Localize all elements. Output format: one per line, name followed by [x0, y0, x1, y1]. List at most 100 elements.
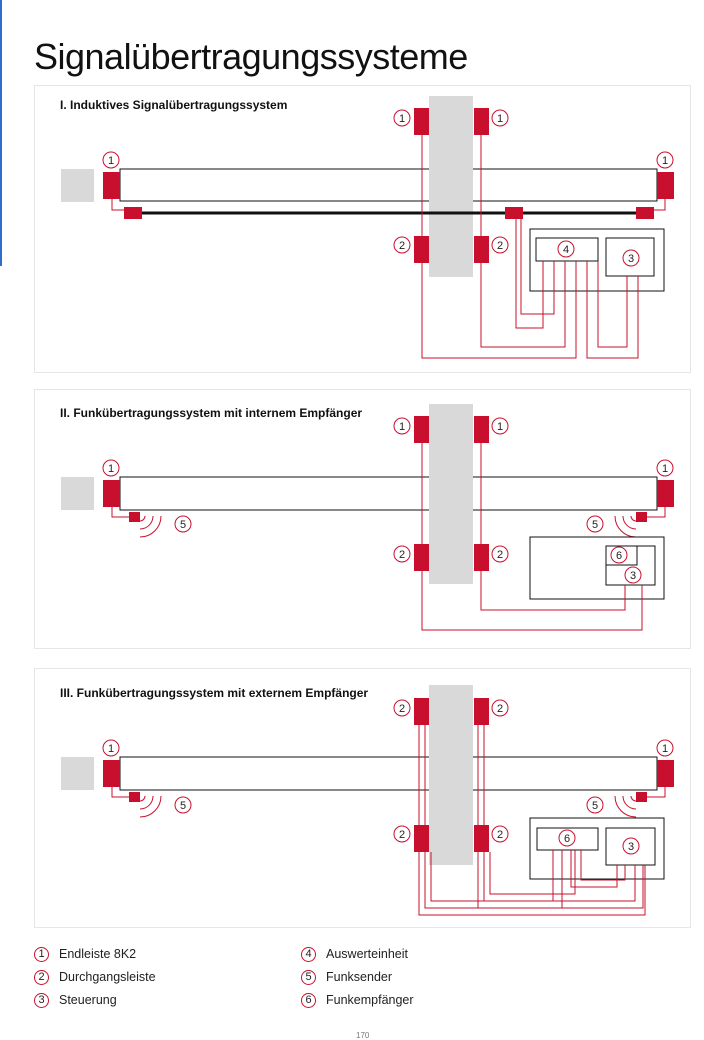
control-box: [529, 536, 665, 600]
svg-text:2: 2: [399, 703, 405, 715]
callout-6: 6: [558, 829, 576, 847]
svg-text:1: 1: [662, 463, 668, 475]
legend-item: 2 Durchgangsleiste: [34, 967, 156, 987]
radio-waves-left: [139, 795, 162, 818]
through-strip: [414, 108, 429, 135]
callout-2: 2: [491, 699, 509, 717]
wall-block: [61, 169, 94, 202]
svg-text:1: 1: [108, 155, 114, 167]
radio-transmitter-right: [636, 792, 647, 802]
callout-2: 2: [393, 699, 411, 717]
radio-receiver: [605, 545, 638, 566]
panel-title: III. Funkübertragungssystem mit externem…: [60, 686, 369, 700]
legend-number: 6: [301, 992, 316, 1008]
control-box: [529, 817, 665, 880]
callout-2: 2: [491, 545, 509, 563]
legend-label: Steuerung: [59, 993, 117, 1007]
legend-number: 4: [301, 946, 316, 962]
through-strip: [474, 698, 489, 725]
svg-text:3: 3: [630, 570, 636, 582]
left-edge-accent: [0, 0, 2, 266]
end-strip-left: [103, 760, 120, 787]
inductive-system-diagram: 1 1 1 1 2 2 4 3: [61, 96, 674, 359]
evaluation-unit: [535, 237, 599, 262]
legend: 1 Endleiste 8K2 2 Durchgangsleiste 3 Ste…: [34, 944, 674, 1014]
panel-radio-internal-receiver: II. Funkübertragungssystem mit internem …: [34, 389, 691, 649]
callout-2: 2: [393, 545, 411, 563]
through-strip: [414, 825, 429, 852]
end-strip-right: [657, 760, 674, 787]
through-strip: [414, 416, 429, 443]
callout-1: 1: [656, 151, 674, 169]
callout-4: 4: [557, 240, 575, 258]
svg-text:2: 2: [399, 829, 405, 841]
callout-5: 5: [586, 796, 604, 814]
wall-block: [61, 757, 94, 790]
svg-text:2: 2: [399, 549, 405, 561]
callout-1: 1: [102, 151, 120, 169]
callout-1: 1: [656, 739, 674, 757]
legend-item: 6 Funkempfänger: [301, 990, 414, 1010]
legend-label: Auswerteinheit: [326, 947, 408, 961]
svg-text:1: 1: [497, 421, 503, 433]
callout-1: 1: [393, 109, 411, 127]
callout-1: 1: [491, 109, 509, 127]
inductive-coupler: [124, 207, 142, 219]
control-unit: [605, 237, 655, 277]
end-strip-right: [657, 172, 674, 199]
through-strip: [474, 108, 489, 135]
svg-text:2: 2: [497, 829, 503, 841]
svg-text:1: 1: [399, 421, 405, 433]
callout-1: 1: [491, 417, 509, 435]
through-strip: [474, 825, 489, 852]
through-strip: [414, 698, 429, 725]
legend-number: 1: [34, 946, 49, 962]
legend-item: 4 Auswerteinheit: [301, 944, 408, 964]
radio-transmitter-right: [636, 512, 647, 522]
callout-2: 2: [393, 825, 411, 843]
svg-text:1: 1: [662, 743, 668, 755]
callout-1: 1: [393, 417, 411, 435]
inductive-coupler: [505, 207, 523, 219]
page-title: Signalübertragungssysteme: [34, 36, 468, 77]
svg-text:2: 2: [497, 703, 503, 715]
legend-item: 5 Funksender: [301, 967, 392, 987]
svg-text:3: 3: [628, 253, 634, 265]
pillar: [429, 685, 473, 865]
svg-text:6: 6: [564, 833, 570, 845]
door-leaf: [119, 756, 658, 791]
through-strip: [474, 416, 489, 443]
svg-text:2: 2: [497, 549, 503, 561]
end-strip-left: [103, 172, 120, 199]
callout-1: 1: [102, 459, 120, 477]
legend-label: Funkempfänger: [326, 993, 414, 1007]
radio-receiver: [536, 827, 599, 851]
svg-text:4: 4: [563, 244, 569, 256]
callout-2: 2: [491, 236, 509, 254]
callout-2: 2: [393, 236, 411, 254]
svg-text:5: 5: [180, 800, 186, 812]
control-unit: [605, 827, 656, 866]
callout-3: 3: [622, 249, 640, 267]
callout-3: 3: [622, 837, 640, 855]
pillar: [429, 96, 473, 277]
callout-5: 5: [174, 796, 192, 814]
callout-2: 2: [491, 825, 509, 843]
radio-internal-diagram: 1 1 1 1 2 2 5 5 6 3: [61, 404, 674, 631]
panel-inductive-system: I. Induktives Signalübertragungssystem 1: [34, 85, 691, 373]
radio-transmitter-left: [129, 512, 140, 522]
end-strip-left: [103, 480, 120, 507]
pillar: [429, 404, 473, 584]
inductive-coupler: [636, 207, 654, 219]
callout-1: 1: [102, 739, 120, 757]
panel-title: I. Induktives Signalübertragungssystem: [60, 98, 288, 112]
legend-number: 5: [301, 969, 316, 985]
svg-text:1: 1: [497, 113, 503, 125]
radio-waves-left: [139, 515, 162, 538]
radio-waves-right: [614, 795, 637, 818]
legend-label: Funksender: [326, 970, 393, 984]
callout-6: 6: [610, 546, 628, 564]
radio-transmitter-left: [129, 792, 140, 802]
callout-5: 5: [174, 515, 192, 533]
legend-number: 3: [34, 992, 49, 1008]
